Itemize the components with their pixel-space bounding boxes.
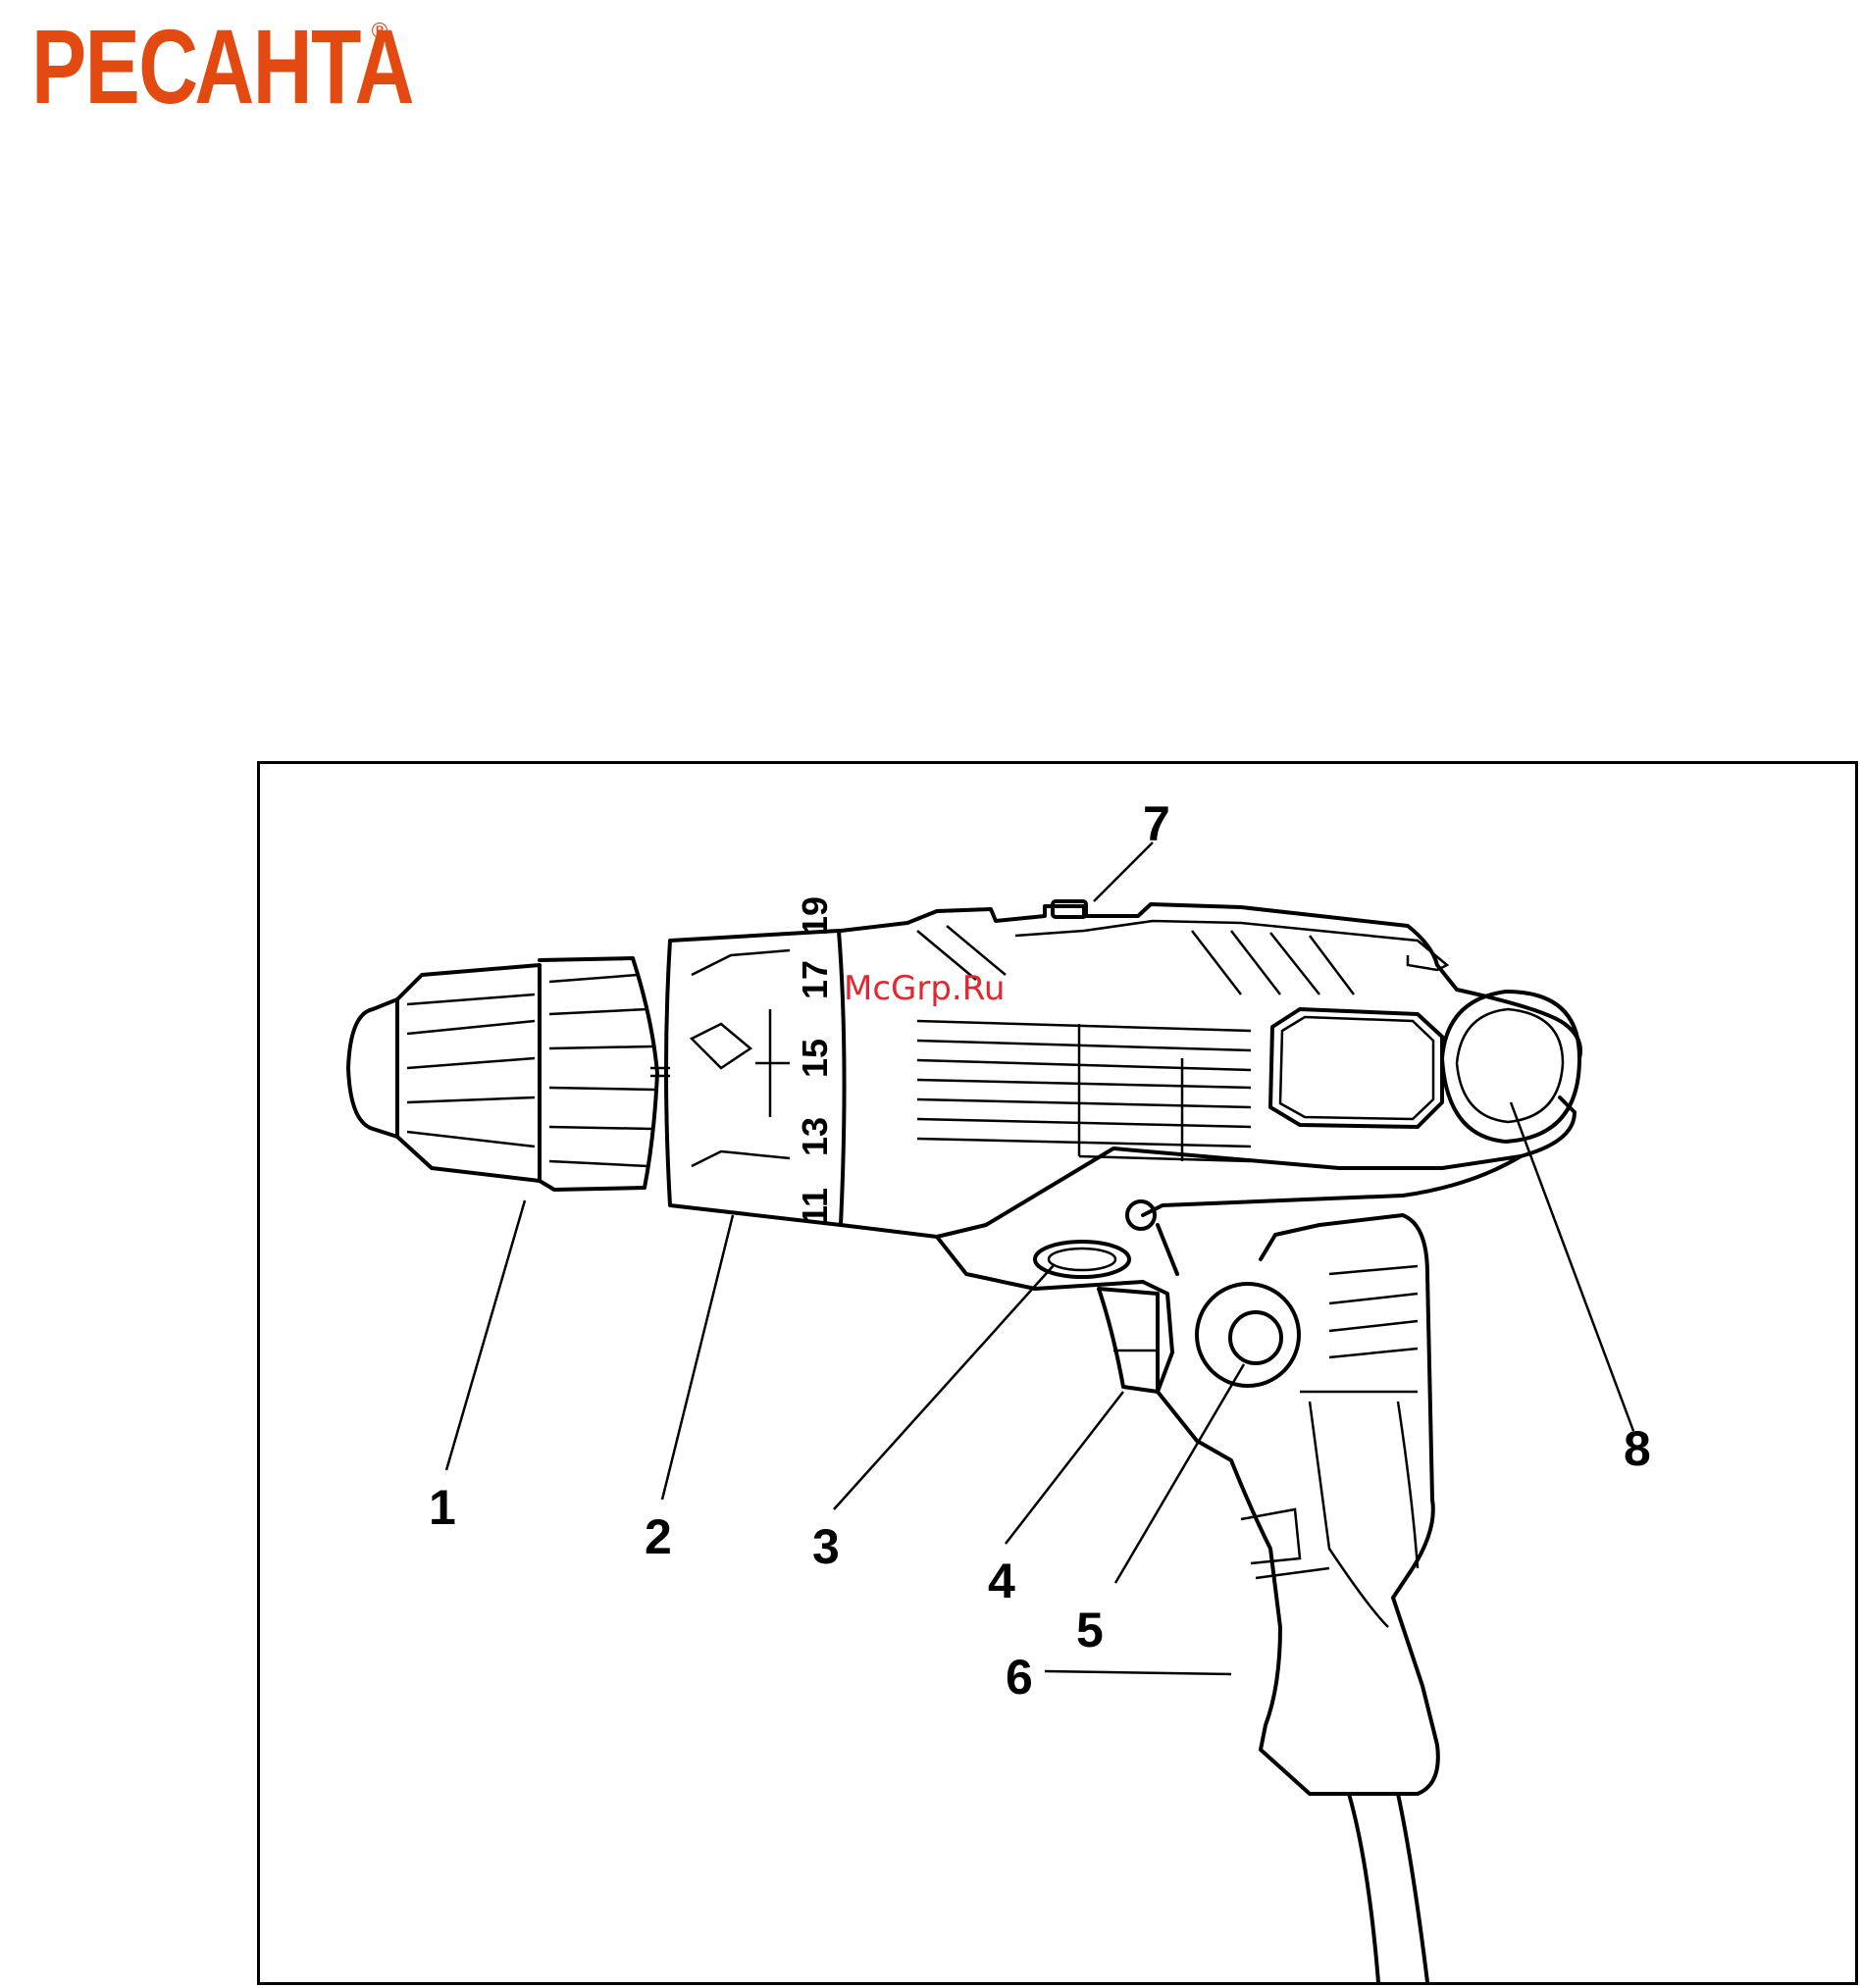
torque-scale-label: 11 (795, 1188, 835, 1225)
callout-2: 2 (645, 1509, 672, 1564)
callout-6: 6 (1006, 1650, 1033, 1705)
drill-chuck (348, 958, 670, 1190)
drill-diagram: 11 13 15 17 19 (260, 764, 1855, 1982)
drill-diagram-frame: 11 13 15 17 19 (257, 761, 1858, 1985)
callout-5: 5 (1076, 1603, 1104, 1657)
watermark: McGrp.Ru (844, 969, 1005, 1008)
callout-leaders (446, 842, 1633, 1674)
callout-1: 1 (429, 1480, 456, 1535)
callout-4: 4 (988, 1554, 1015, 1608)
brand-logo: РЕСАНТА (31, 18, 413, 116)
torque-scale-label: 17 (795, 960, 835, 999)
torque-collar: 11 13 15 17 19 (666, 896, 845, 1225)
drill-handle (1143, 1156, 1521, 1982)
lock-on-button-shape (1230, 1312, 1281, 1363)
lock-button-shape (1053, 901, 1086, 917)
trigger-shape (1099, 1289, 1158, 1392)
torque-scale-label: 15 (795, 1039, 835, 1078)
torque-scale-label: 19 (795, 896, 835, 936)
registered-mark: ® (369, 20, 390, 44)
drill-body (841, 901, 1580, 1289)
callout-3: 3 (812, 1519, 840, 1574)
callout-7: 7 (1143, 796, 1170, 851)
callout-8: 8 (1624, 1421, 1651, 1476)
torque-scale-label: 13 (795, 1117, 835, 1156)
